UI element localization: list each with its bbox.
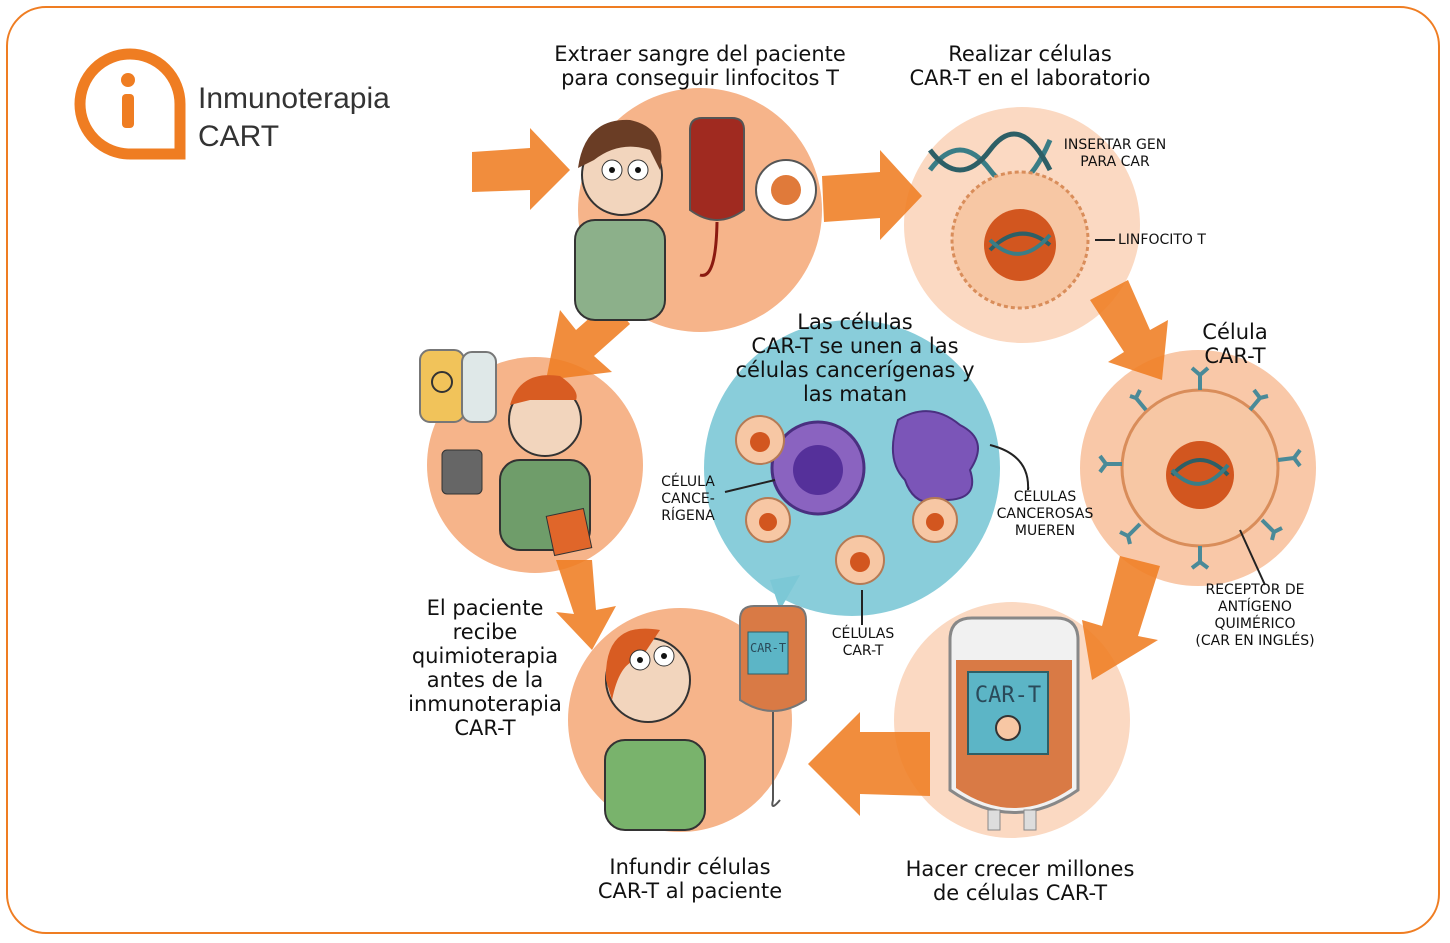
annotation-cancer-cell-line-3: RÍGENA: [661, 508, 715, 524]
annotation-cart-cells: CÉLULAS CAR-T: [818, 626, 908, 660]
step-chemo-line-1: El paciente: [426, 596, 544, 620]
title-line-2: CART: [198, 120, 280, 153]
annotation-cancer-die: CÉLULAS CANCEROSAS MUEREN: [995, 489, 1095, 540]
step-attack-line-2: CAR-T se unen a las: [751, 334, 959, 358]
annotation-cancer-die-line-1: CÉLULAS: [1013, 489, 1077, 505]
annotation-receptor-line-2: ANTÍGENO: [1218, 599, 1292, 615]
step-infuse-label: Infundir células CAR-T al paciente: [560, 855, 820, 903]
speech-tail: [770, 575, 800, 610]
cancer-cell-dying: [891, 410, 979, 504]
arrow-lab-to-cart: [1090, 280, 1168, 380]
annotation-t-lymphocyte: LINFOCITO T: [1118, 232, 1206, 248]
lab-scene: [928, 131, 1115, 310]
annotation-cancer-die-line-2: CANCEROSAS: [996, 506, 1094, 522]
step-infuse-line-2: CAR-T al paciente: [597, 879, 783, 903]
annotation-cancer-cell: CÉLULA CANCE- RÍGENA: [648, 474, 728, 525]
step-cart-cell-line-2: CAR-T: [1204, 344, 1266, 368]
step-attack-label: Las células CAR-T se unen a las células …: [720, 310, 990, 406]
arrow-grow-to-infuse: [808, 712, 930, 816]
annotation-insert-gene-line-2: PARA CAR: [1080, 154, 1150, 170]
step-infuse-line-1: Infundir células: [609, 855, 771, 879]
annotation-cancer-die-line-3: MUEREN: [1014, 523, 1076, 539]
step-chemo-line-5: inmunoterapia: [408, 692, 562, 716]
bag-label-large: CAR-T: [975, 683, 1041, 708]
infuse-scene: CAR-T: [604, 605, 807, 831]
step-attack-line-4: las matan: [802, 382, 908, 406]
bag-label-small: CAR-T: [750, 641, 786, 655]
step-attack-line-1: Las células: [797, 310, 913, 334]
info-bubble-icon: [74, 48, 186, 160]
arrow-intro: [472, 128, 570, 210]
step-grow-line-1: Hacer crecer millones: [905, 857, 1135, 881]
arrow-extract-to-lab: [822, 150, 922, 240]
step-lab-line-1: Realizar células: [948, 42, 1112, 66]
annotation-insert-gene-line-1: INSERTAR GEN: [1063, 137, 1167, 153]
step-lab-line-2: CAR-T en el laboratorio: [909, 66, 1151, 90]
step-chemo-line-2: recibe: [452, 620, 518, 644]
step-cart-cell-line-1: Célula: [1202, 320, 1268, 344]
annotation-cancer-cell-line-1: CÉLULA: [661, 474, 715, 490]
annotation-cart-cells-line-2: CAR-T: [842, 643, 884, 659]
step-extract-label: Extraer sangre del paciente para consegu…: [540, 42, 860, 90]
step-chemo-label: El paciente recibe quimioterapia antes d…: [390, 596, 580, 740]
annotation-receptor-line-1: RECEPTOR DE: [1205, 582, 1305, 598]
annotation-receptor: RECEPTOR DE ANTÍGENO QUIMÉRICO (CAR EN I…: [1180, 582, 1330, 650]
step-chemo-line-4: antes de la: [426, 668, 544, 692]
annotation-receptor-line-3: QUIMÉRICO: [1214, 616, 1296, 632]
extract-scene: [574, 117, 817, 321]
growth-bag: CAR-T: [948, 616, 1080, 831]
arrow-cart-to-grow: [1082, 556, 1160, 680]
arrow-chemo-to-infuse: [556, 560, 616, 650]
step-chemo-line-3: quimioterapia: [411, 644, 559, 668]
annotation-receptor-line-4: (CAR EN INGLÉS): [1195, 633, 1315, 649]
car-t-cell: [1098, 366, 1302, 586]
step-lab-label: Realizar células CAR-T en el laboratorio: [880, 42, 1180, 90]
step-grow-label: Hacer crecer millones de células CAR-T: [880, 857, 1160, 905]
title-line-1: Inmunoterapia: [198, 82, 390, 115]
annotation-cancer-cell-line-2: CANCE-: [661, 491, 715, 507]
outer-frame: [6, 6, 1440, 934]
chemo-scene: [419, 349, 593, 557]
step-extract-line-1: Extraer sangre del paciente: [554, 42, 846, 66]
page-title: Inmunoterapia CART: [198, 80, 390, 156]
step-attack-line-3: células cancerígenas y: [735, 358, 975, 382]
step-cart-cell-label: Célula CAR-T: [1170, 320, 1300, 368]
annotation-cart-cells-line-1: CÉLULAS: [831, 626, 895, 642]
step-chemo-line-6: CAR-T: [454, 716, 516, 740]
step-extract-line-2: para conseguir linfocitos T: [561, 66, 839, 90]
annotation-insert-gene: INSERTAR GEN PARA CAR: [1045, 137, 1185, 171]
step-grow-line-2: de células CAR-T: [932, 881, 1108, 905]
attack-scene: [724, 410, 1030, 625]
